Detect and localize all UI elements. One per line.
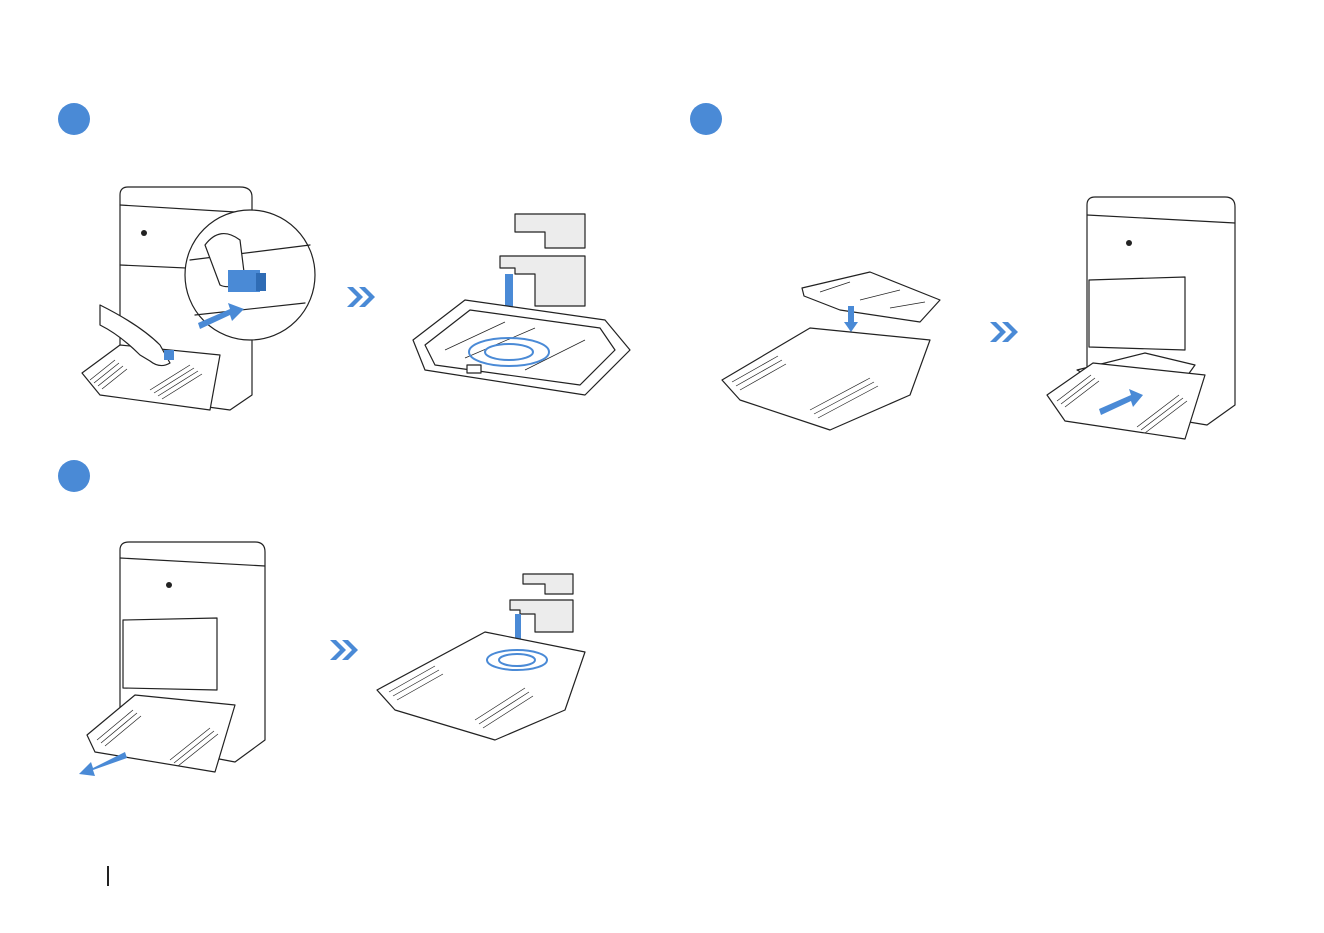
rinse-tray-illustration <box>405 210 635 400</box>
next-chevron-2 <box>328 640 360 660</box>
step-3-marker <box>690 103 722 135</box>
double-chevron-right-icon <box>328 640 360 660</box>
station-drawer-open-illustration <box>85 540 275 780</box>
next-chevron-3 <box>988 322 1020 342</box>
double-chevron-right-icon <box>988 322 1020 342</box>
station-latch-illustration <box>80 185 320 415</box>
step-1-marker <box>58 103 90 135</box>
double-chevron-right-icon <box>345 287 377 307</box>
step-2-marker <box>58 460 90 492</box>
next-chevron-1 <box>345 287 377 307</box>
rinse-base-illustration <box>375 570 600 750</box>
page-footer-mark <box>107 866 109 886</box>
reassemble-tray-illustration <box>720 270 945 435</box>
station-reinsert-illustration <box>1045 195 1245 445</box>
